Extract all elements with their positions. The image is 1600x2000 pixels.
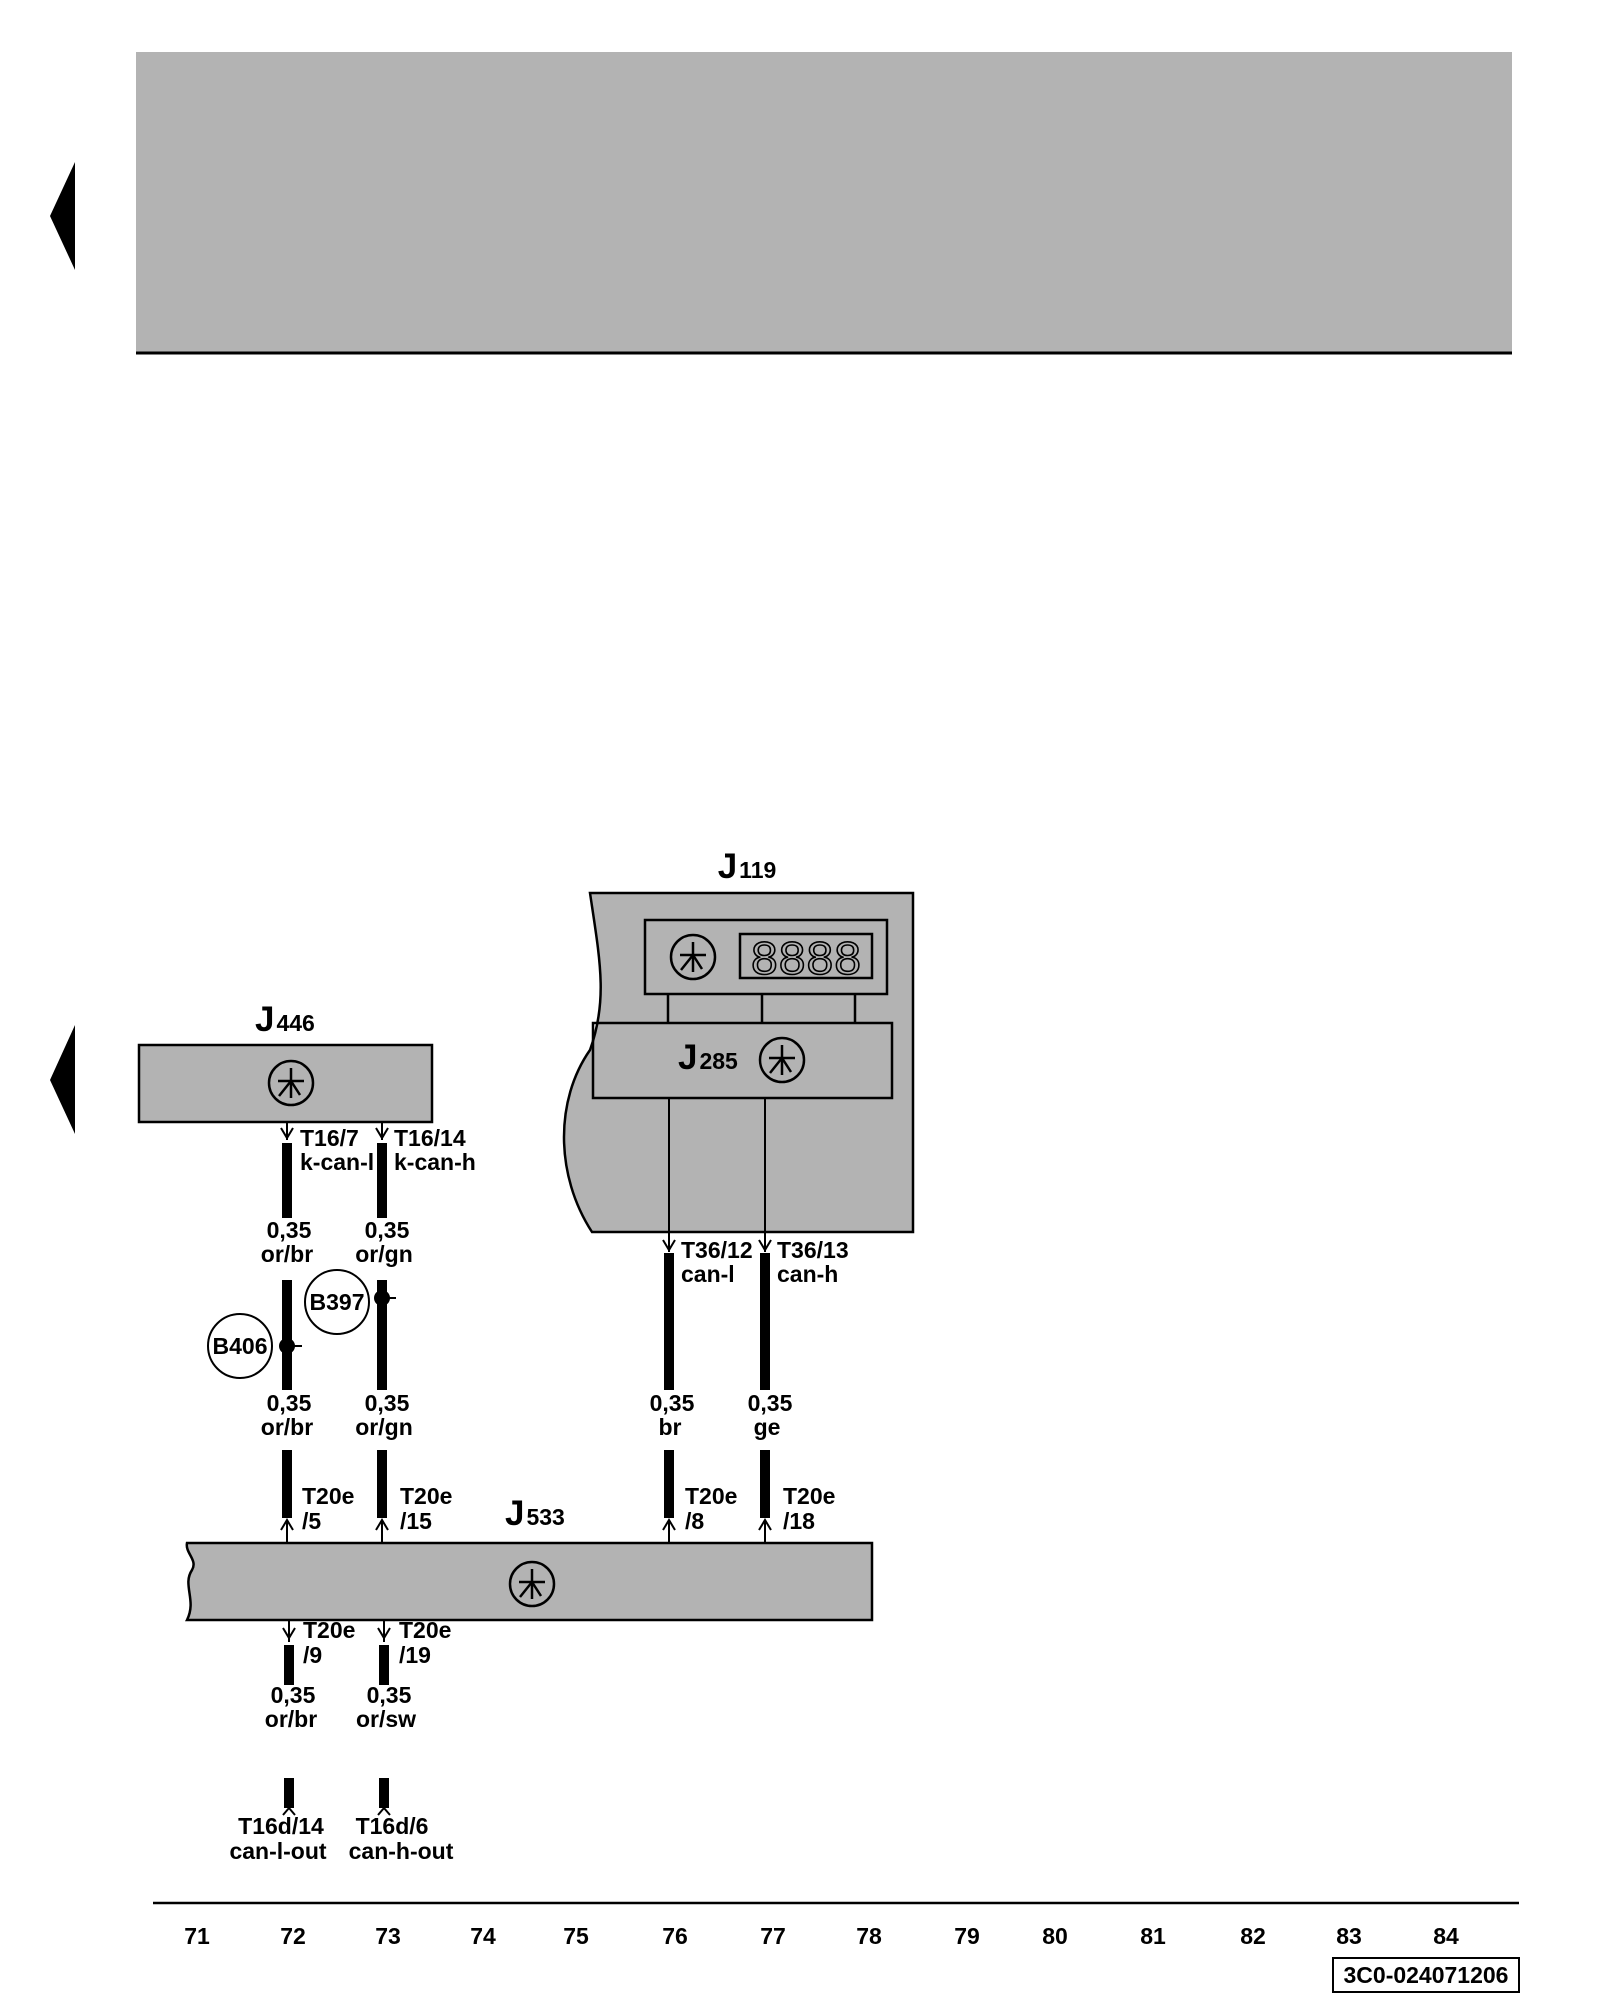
splice-b397: B397 <box>304 1269 396 1335</box>
wire-size: 0,35 <box>365 1390 410 1416</box>
j285-module <box>591 1021 894 1100</box>
pin-label: can-h-out <box>349 1838 454 1864</box>
axis-number: 73 <box>375 1923 401 1949</box>
wire-color: or/gn <box>355 1414 413 1440</box>
pin-label: T36/12 <box>681 1237 753 1263</box>
wire-size: 0,35 <box>367 1682 412 1708</box>
pin-label: T20e <box>783 1483 835 1509</box>
axis-number: 71 <box>184 1923 210 1949</box>
pin-label: can-l-out <box>229 1838 326 1864</box>
pin-label: can-l <box>681 1261 735 1287</box>
axis-number: 74 <box>470 1923 496 1949</box>
wire-size: 0,35 <box>748 1390 793 1416</box>
pin-label: T16d/6 <box>356 1813 429 1839</box>
wire-size: 0,35 <box>271 1682 316 1708</box>
pin-label: /15 <box>400 1508 432 1534</box>
axis-number: 83 <box>1336 1923 1362 1949</box>
reference-box <box>1332 1957 1520 1993</box>
pin-label: /8 <box>685 1508 704 1534</box>
pin-labels: T16/7 k-can-l T16/14 k-can-h T36/12 can-… <box>229 1125 848 1864</box>
wire-color: ge <box>754 1414 781 1440</box>
pin-label: k-can-h <box>394 1149 476 1175</box>
reference-code: 3C0-024071206 <box>1344 1962 1509 1988</box>
axis-number: 76 <box>662 1923 688 1949</box>
pin-label: /19 <box>399 1642 431 1668</box>
pin-label: T20e <box>400 1483 452 1509</box>
header-panel <box>136 52 1512 353</box>
pin-label: /9 <box>303 1642 322 1668</box>
pin-label: /5 <box>302 1508 321 1534</box>
display-module <box>643 918 889 996</box>
can-bus-star-icon <box>267 1059 315 1107</box>
wire-color: or/br <box>261 1241 313 1267</box>
j533-label: J533 <box>505 1494 565 1533</box>
axis-number: 81 <box>1140 1923 1166 1949</box>
axis-number: 79 <box>954 1923 980 1949</box>
pin-label: T20e <box>399 1617 451 1643</box>
j285-label: J285 <box>678 1038 738 1077</box>
pin-label: T16d/14 <box>238 1813 324 1839</box>
wire-size: 0,35 <box>650 1390 695 1416</box>
svg-text:B406: B406 <box>213 1333 268 1359</box>
triangle-left-icon[interactable] <box>50 162 75 270</box>
pin-label: T20e <box>303 1617 355 1643</box>
pin-label: T16/7 <box>300 1125 359 1151</box>
segment-display <box>738 932 874 980</box>
j446-module <box>137 1043 434 1124</box>
pin-label: T16/14 <box>394 1125 466 1151</box>
pin-label: k-can-l <box>300 1149 374 1175</box>
j446-label: J446 <box>255 1000 315 1039</box>
can-bus-star-icon <box>508 1560 556 1608</box>
wire-color: or/sw <box>356 1706 416 1732</box>
pin-label: T20e <box>302 1483 354 1509</box>
axis-number: 84 <box>1433 1923 1459 1949</box>
wire-color: or/br <box>261 1414 313 1440</box>
connector-terminals <box>280 1122 772 1816</box>
j119-label: J119 <box>718 847 777 886</box>
wire-labels: 0,35 or/br 0,35 or/gn 0,35 or/br 0,35 or… <box>261 1217 793 1732</box>
axis-number: 72 <box>280 1923 306 1949</box>
can-bus-star-icon <box>758 1036 806 1084</box>
can-bus-star-icon <box>669 933 717 981</box>
pin-label: /18 <box>783 1508 815 1534</box>
svg-text:B397: B397 <box>310 1289 365 1315</box>
triangle-left-icon[interactable] <box>50 1025 75 1134</box>
pin-label: T20e <box>685 1483 737 1509</box>
axis-number: 75 <box>563 1923 589 1949</box>
axis-number: 78 <box>856 1923 882 1949</box>
wire-color: or/gn <box>355 1241 413 1267</box>
wire-color: br <box>659 1414 682 1440</box>
pin-label: can-h <box>777 1261 838 1287</box>
display-digits: 8888 <box>750 935 862 989</box>
wire-size: 0,35 <box>267 1390 312 1416</box>
axis-number: 80 <box>1042 1923 1068 1949</box>
splice-b406: B406 <box>207 1313 302 1379</box>
wire-size: 0,35 <box>267 1217 312 1243</box>
axis-number: 82 <box>1240 1923 1266 1949</box>
pin-label: T36/13 <box>777 1237 849 1263</box>
wire-size: 0,35 <box>365 1217 410 1243</box>
axis-number: 77 <box>760 1923 786 1949</box>
wire-color: or/br <box>265 1706 317 1732</box>
axis-numbers: 71 72 73 74 75 76 77 78 79 80 81 82 83 84 <box>184 1923 1459 1949</box>
